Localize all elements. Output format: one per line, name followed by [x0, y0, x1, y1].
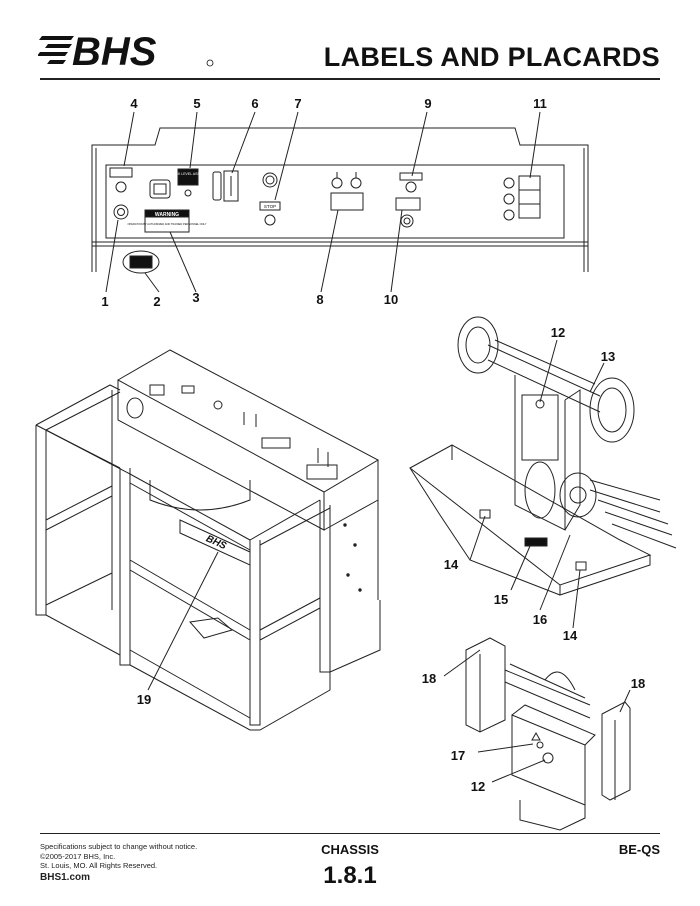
footer-page-number: 1.8.1 — [323, 862, 377, 889]
stop-label: STOP — [264, 204, 276, 209]
warning-label: WARNING — [155, 212, 179, 218]
callout-8: 8 — [316, 292, 323, 307]
control-panel-view — [91, 111, 589, 293]
lift-assembly-view — [409, 316, 677, 629]
callout-3: 3 — [192, 290, 199, 305]
callout-2: 2 — [153, 294, 160, 309]
header-rule — [40, 78, 660, 80]
bhs-logo: BHS — [38, 30, 214, 72]
callout-12a: 12 — [551, 325, 565, 340]
notice-line-3: St. Louis, MO. All Rights Reserved. — [40, 861, 158, 870]
callout-18b: 18 — [631, 676, 645, 691]
callout-13: 13 — [601, 349, 615, 364]
callout-18a: 18 — [422, 671, 436, 686]
warning-text: OPERATION BY AUTHORIZED AND TRAINED PERS… — [128, 222, 207, 226]
callout-16: 16 — [533, 612, 547, 627]
logo-text: BHS — [72, 30, 157, 72]
callout-6: 6 — [251, 96, 258, 111]
callout-4: 4 — [130, 96, 138, 111]
callout-15: 15 — [494, 592, 508, 607]
callout-19: 19 — [137, 692, 151, 707]
callout-17: 17 — [451, 748, 465, 763]
page-title: LABELS AND PLACARDS — [323, 42, 660, 72]
callout-11: 11 — [533, 96, 547, 111]
callout-10: 10 — [384, 292, 398, 307]
footer-section: CHASSIS — [321, 842, 379, 857]
footer-model: BE-QS — [618, 842, 660, 857]
footer-rule — [40, 833, 660, 834]
chassis-view — [35, 349, 381, 731]
callout-9: 9 — [424, 96, 431, 111]
callout-14a: 14 — [444, 557, 459, 572]
callout-12b: 12 — [471, 779, 485, 794]
callout-1: 1 — [101, 294, 108, 309]
notice-line-2: ©2005-2017 BHS, Inc. — [40, 851, 116, 861]
website-link[interactable]: BHS1.com — [40, 871, 91, 883]
back-level-assist-label: BACK LEVEL ASSIST — [171, 172, 206, 176]
column-assembly-view — [443, 637, 631, 831]
callout-14b: 14 — [563, 628, 578, 643]
callout-7: 7 — [294, 96, 301, 111]
notice-line-1: Specifications subject to change without… — [40, 842, 198, 851]
footer-notice: Specifications subject to change without… — [40, 842, 197, 882]
callout-5: 5 — [193, 96, 200, 111]
